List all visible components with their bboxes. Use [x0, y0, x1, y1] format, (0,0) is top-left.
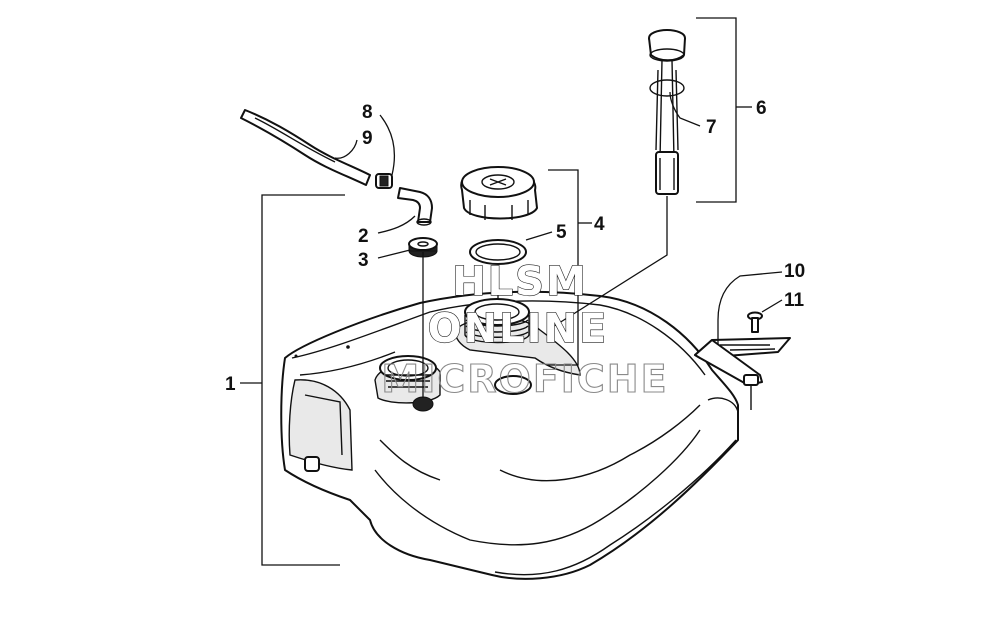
fuel-tank[interactable] — [280, 290, 739, 580]
watermark-line-2: ONLINE — [428, 306, 609, 352]
mounting-bracket[interactable] — [694, 337, 791, 410]
callout-4: 4 — [594, 214, 605, 235]
callout-7: 7 — [706, 117, 717, 138]
watermark-line-1: HLSM — [452, 259, 588, 305]
callout-2: 2 — [358, 226, 369, 247]
callout-8: 8 — [362, 102, 373, 123]
fuel-cap[interactable] — [460, 166, 538, 220]
vent-hose[interactable] — [240, 109, 371, 186]
callout-1: 1 — [225, 374, 236, 395]
callout-3: 3 — [358, 250, 369, 271]
callout-5: 5 — [556, 222, 567, 243]
fuel-level-sender[interactable] — [648, 29, 686, 195]
filler-neck — [464, 298, 530, 344]
callout-6: 6 — [756, 98, 767, 119]
callout-10: 10 — [784, 261, 805, 282]
cap-gasket[interactable] — [469, 239, 527, 265]
bracket-screw[interactable] — [747, 311, 763, 333]
watermark-line-3: MICROFICHE — [381, 357, 668, 401]
callout-numbers: 1 2 3 4 5 6 7 8 9 10 11 — [225, 98, 805, 395]
callout-9: 9 — [362, 128, 373, 149]
hose-clamp[interactable] — [375, 173, 393, 189]
grommet[interactable] — [408, 237, 438, 258]
leader-lines — [240, 17, 783, 566]
vent-elbow-fitting[interactable] — [397, 187, 433, 226]
callout-11: 11 — [784, 290, 805, 311]
watermark: HLSM ONLINE MICROFICHE — [381, 258, 668, 401]
